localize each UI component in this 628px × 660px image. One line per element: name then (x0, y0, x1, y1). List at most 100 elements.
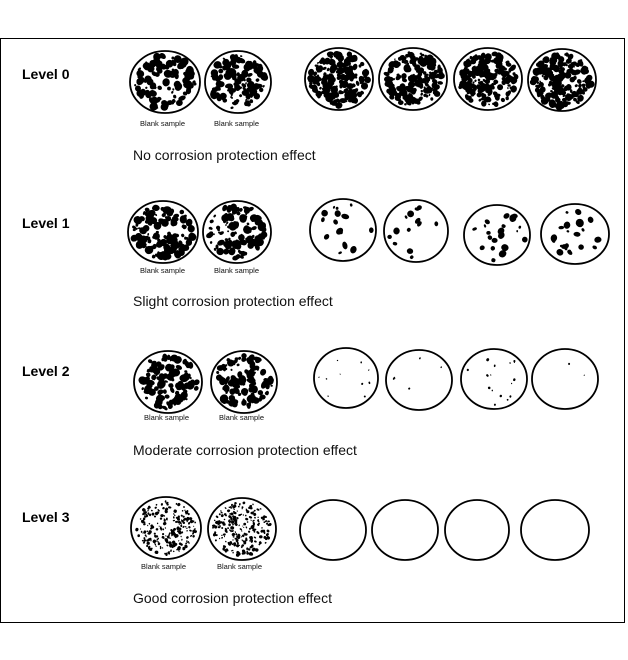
corrosion-spot (162, 78, 170, 87)
corrosion-spot (219, 231, 224, 235)
corrosion-spot (506, 398, 509, 401)
level-0-row: Level 0 Blank sample Blank sample No cor… (22, 47, 597, 163)
corrosion-spot (235, 539, 239, 543)
corrosion-spot (167, 231, 172, 236)
corrosion-spot (538, 90, 544, 96)
corrosion-spot (170, 549, 172, 552)
corrosion-spot (423, 93, 427, 97)
corrosion-spot (240, 387, 249, 396)
corrosion-spot (254, 548, 259, 552)
corrosion-spot (364, 68, 368, 72)
corrosion-spot (414, 207, 420, 211)
corrosion-spot (245, 82, 247, 85)
level-3-caption: Good corrosion protection effect (133, 590, 332, 606)
level-2-blank-label-2: Blank sample (219, 413, 264, 422)
corrosion-spot (229, 541, 233, 545)
corrosion-spot (490, 374, 492, 376)
corrosion-spot (249, 227, 253, 231)
corrosion-spot (226, 358, 231, 362)
corrosion-spot (336, 98, 341, 103)
corrosion-spot (229, 204, 234, 210)
corrosion-spot (238, 524, 240, 527)
corrosion-spot (231, 515, 235, 517)
corrosion-spot (210, 74, 214, 78)
corrosion-spot (261, 527, 263, 529)
corrosion-spot (181, 233, 185, 238)
corrosion-spot (236, 541, 239, 545)
corrosion-spot (264, 516, 266, 518)
corrosion-spot (421, 78, 427, 84)
corrosion-spot (171, 57, 174, 60)
corrosion-spot (387, 234, 392, 240)
corrosion-spot (142, 62, 151, 70)
corrosion-spot (393, 60, 399, 66)
corrosion-spot (493, 79, 498, 84)
corrosion-spot (251, 226, 257, 231)
corrosion-spot (476, 55, 482, 60)
corrosion-spot (178, 530, 181, 533)
corrosion-spot (222, 57, 226, 61)
corrosion-spot (363, 395, 366, 398)
corrosion-spot (166, 354, 171, 359)
corrosion-spot (156, 522, 159, 525)
corrosion-spot (163, 514, 166, 517)
corrosion-spot (246, 357, 254, 365)
corrosion-spot (253, 84, 260, 90)
corrosion-spot (563, 221, 571, 229)
corrosion-spot (219, 524, 221, 526)
corrosion-spot (505, 96, 509, 101)
corrosion-spot (360, 61, 365, 67)
corrosion-spot (406, 86, 414, 93)
corrosion-spot (464, 94, 470, 101)
corrosion-spot (486, 230, 491, 235)
corrosion-spot (241, 539, 244, 541)
corrosion-spot (177, 380, 185, 390)
corrosion-spot (537, 63, 540, 67)
corrosion-spot (184, 544, 188, 549)
corrosion-spot (339, 373, 341, 375)
corrosion-spot (241, 552, 245, 555)
corrosion-spot (417, 77, 423, 83)
corrosion-spot (498, 250, 507, 258)
corrosion-spot (162, 389, 167, 394)
corrosion-spot (249, 552, 254, 556)
corrosion-spot (406, 62, 410, 65)
corrosion-spot (173, 80, 181, 88)
corrosion-spot (210, 89, 216, 95)
corrosion-spot (150, 547, 153, 550)
corrosion-spot (256, 508, 260, 511)
corrosion-spot (490, 59, 495, 63)
corrosion-spot (186, 536, 189, 539)
corrosion-spot (268, 536, 270, 539)
corrosion-spot (270, 384, 273, 387)
corrosion-spot (212, 524, 216, 527)
corrosion-spot (188, 232, 197, 241)
corrosion-spot (510, 76, 515, 81)
corrosion-spot (173, 242, 181, 249)
corrosion-spot (410, 54, 414, 60)
corrosion-spot (547, 71, 552, 78)
corrosion-spot (342, 241, 348, 250)
corrosion-spot (143, 537, 146, 540)
corrosion-spot (569, 89, 573, 93)
corrosion-spot (491, 237, 498, 243)
corrosion-spot (209, 231, 214, 235)
dish-outline (531, 348, 599, 410)
corrosion-spot (215, 515, 219, 519)
corrosion-spot (225, 240, 229, 245)
corrosion-spot (487, 235, 493, 240)
corrosion-spot (170, 74, 176, 78)
corrosion-spot (230, 231, 236, 237)
corrosion-spot (336, 359, 339, 362)
corrosion-spot (249, 214, 258, 222)
corrosion-spot (552, 56, 558, 63)
corrosion-spot (222, 368, 226, 372)
corrosion-spot (136, 89, 144, 97)
dish-outline (520, 499, 590, 561)
corrosion-spot (538, 81, 544, 88)
corrosion-spot (224, 529, 228, 533)
corrosion-spot (222, 204, 228, 212)
corrosion-spot (171, 540, 176, 545)
corrosion-spot (144, 534, 147, 537)
corrosion-spot (143, 389, 150, 394)
